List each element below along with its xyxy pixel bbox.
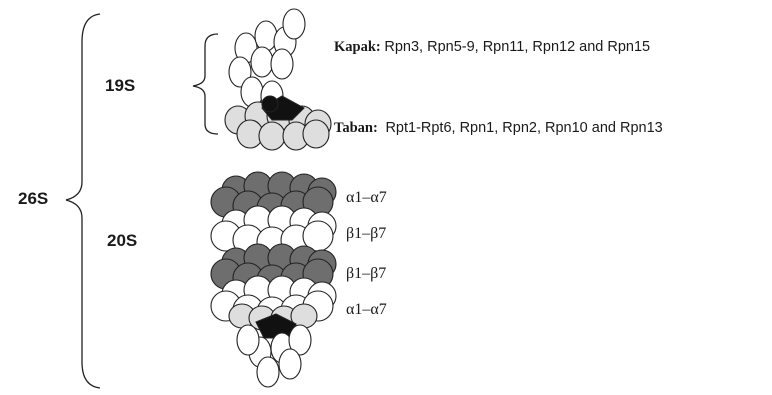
base-subunit (259, 122, 285, 150)
bottom-cap (229, 304, 317, 387)
brace-26s (66, 14, 100, 388)
ring-label-alpha-bottom: α1–α7 (346, 302, 387, 318)
brace-19s (193, 34, 218, 134)
lid-name: Kapak: (334, 39, 381, 55)
lid-description: Kapak: Rpn3, Rpn5-9, Rpn11, Rpn12 and Rp… (334, 40, 650, 55)
base-subunit (303, 120, 329, 148)
label-20s: 20S (107, 232, 137, 249)
ring-label-beta-bottom: β1–β7 (346, 266, 386, 282)
label-19s: 19S (105, 77, 135, 94)
base-ring (225, 96, 331, 150)
ring-label-beta-top: β1–β7 (346, 226, 386, 242)
lid-subcomplex (229, 9, 305, 111)
label-26s: 26S (18, 190, 48, 207)
base-description: Taban: Rpt1-Rpt6, Rpn1, Rpn2, Rpn10 and … (334, 121, 663, 136)
base-name: Taban: (334, 120, 378, 136)
lid-subunit (283, 9, 305, 39)
bottom-lid-subunit (279, 349, 301, 379)
bottom-lid-subunit (257, 357, 279, 387)
lid-subunit (271, 49, 293, 79)
base-subunits: Rpt1-Rpt6, Rpn1, Rpn2, Rpn10 and Rpn13 (385, 120, 662, 136)
atpase-subunit (262, 96, 278, 112)
core-particle (211, 172, 336, 327)
lid-subunit (251, 47, 273, 77)
bottom-lid-subunit (237, 325, 259, 355)
lid-subunits: Rpn3, Rpn5-9, Rpn11, Rpn12 and Rpn15 (384, 39, 650, 55)
lid-subunit (255, 21, 277, 51)
ring-label-alpha-top: α1–α7 (346, 190, 387, 206)
